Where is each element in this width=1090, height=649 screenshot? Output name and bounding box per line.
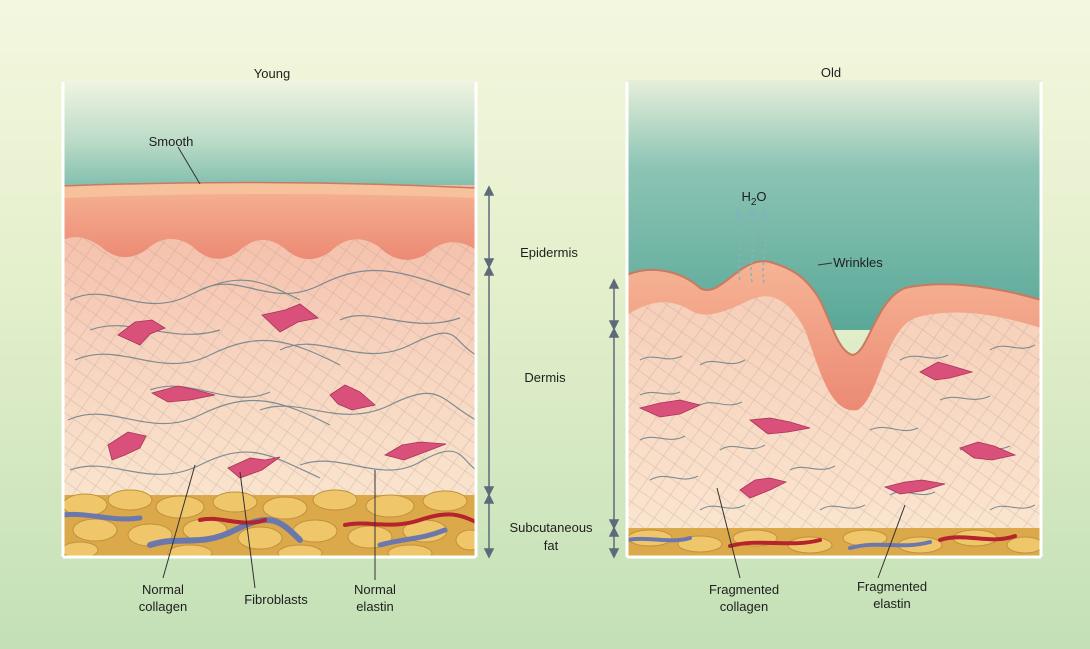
old-title: Old: [821, 65, 841, 80]
young-title: Young: [254, 66, 290, 81]
dermis-label: Dermis: [524, 370, 566, 385]
fat-label: fat: [544, 538, 559, 553]
normal-collagen-label-2: collagen: [139, 599, 187, 614]
fragmented-collagen-label-1: Fragmented: [709, 582, 779, 597]
epidermis-label: Epidermis: [520, 245, 578, 260]
wrinkles-label: Wrinkles: [833, 255, 883, 270]
fragmented-elastin-label-2: elastin: [873, 596, 911, 611]
old-skin-panel: [627, 80, 1043, 557]
young-skin-panel: [62, 80, 484, 561]
smooth-label: Smooth: [149, 134, 194, 149]
fragmented-collagen-label-2: collagen: [720, 599, 768, 614]
subcutaneous-label: Subcutaneous: [509, 520, 593, 535]
normal-elastin-label-2: elastin: [356, 599, 394, 614]
young-sky: [63, 80, 476, 190]
normal-collagen-label-1: Normal: [142, 582, 184, 597]
fragmented-elastin-label-1: Fragmented: [857, 579, 927, 594]
normal-elastin-label-1: Normal: [354, 582, 396, 597]
fibroblasts-label: Fibroblasts: [244, 592, 308, 607]
